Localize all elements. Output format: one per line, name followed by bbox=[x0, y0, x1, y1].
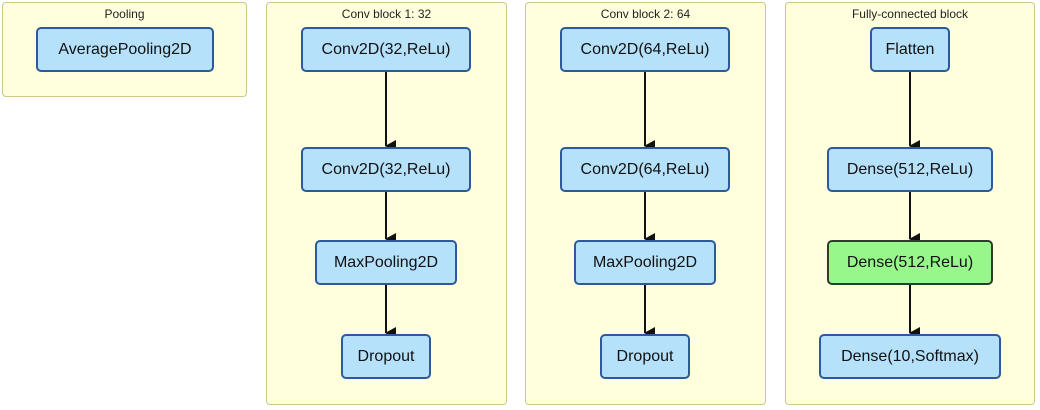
group-title-conv-block-2: Conv block 2: 64 bbox=[600, 7, 691, 21]
group-title-conv-block-1: Conv block 1: 32 bbox=[341, 7, 432, 21]
node-fc-dense-512-a[interactable]: Dense(512,ReLu) bbox=[827, 147, 993, 192]
node-conv1-conv2d-b[interactable]: Conv2D(32,ReLu) bbox=[301, 147, 471, 192]
node-conv2-maxpooling2d[interactable]: MaxPooling2D bbox=[574, 240, 716, 285]
node-conv2-conv2d-a[interactable]: Conv2D(64,ReLu) bbox=[560, 27, 730, 72]
group-title-pooling: Pooling bbox=[104, 7, 145, 21]
node-conv2-dropout[interactable]: Dropout bbox=[600, 334, 690, 379]
node-conv1-dropout[interactable]: Dropout bbox=[341, 334, 431, 379]
node-fc-flatten[interactable]: Flatten bbox=[870, 27, 950, 72]
node-fc-dense-10-softmax[interactable]: Dense(10,Softmax) bbox=[819, 334, 1001, 379]
group-title-fully-connected: Fully-connected block bbox=[851, 7, 969, 21]
node-conv1-conv2d-a[interactable]: Conv2D(32,ReLu) bbox=[301, 27, 471, 72]
node-fc-dense-512-b-highlighted[interactable]: Dense(512,ReLu) bbox=[827, 240, 993, 285]
node-conv2-conv2d-b[interactable]: Conv2D(64,ReLu) bbox=[560, 147, 730, 192]
node-average-pooling2d[interactable]: AveragePooling2D bbox=[36, 27, 214, 72]
node-conv1-maxpooling2d[interactable]: MaxPooling2D bbox=[315, 240, 457, 285]
